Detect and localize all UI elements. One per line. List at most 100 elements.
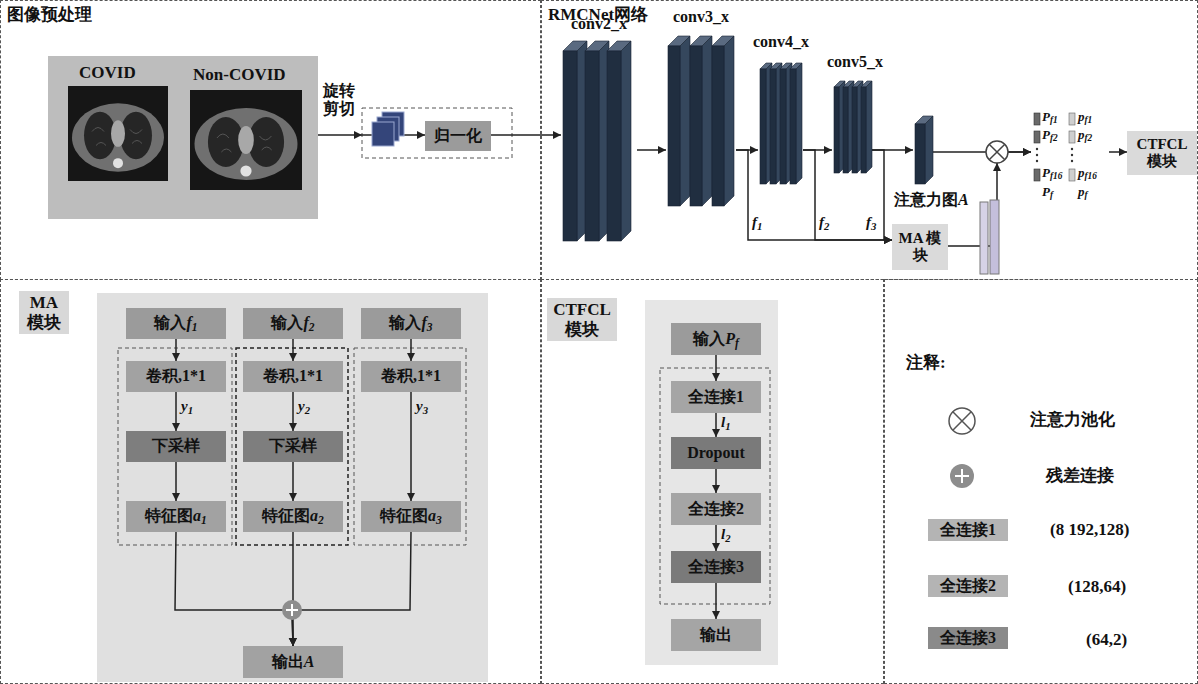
node-label: 全连接1 — [688, 388, 744, 406]
connector — [407, 339, 415, 361]
text-part: f — [866, 214, 871, 230]
arrow-head — [289, 493, 297, 501]
node-label: 下采样 — [152, 437, 200, 455]
panel-heading: CTFCL 模块 — [547, 298, 617, 341]
node-label: 归一化 — [434, 127, 482, 145]
text-part: f16 — [1050, 171, 1062, 181]
text-part: f2 — [1050, 133, 1058, 143]
image-panel: COVIDNon-COVID — [48, 56, 318, 219]
text-part: f16 — [1085, 171, 1097, 181]
text-part: f16 — [1050, 171, 1062, 181]
text-part: f2 — [1050, 133, 1058, 143]
connector — [491, 131, 561, 139]
node-label: 注意力图A — [894, 191, 969, 209]
ct-image — [217, 134, 272, 152]
swatch-label: 全连接3 — [940, 629, 996, 647]
text-part: f1 — [1050, 115, 1058, 125]
layer-block: conv5_x — [832, 81, 872, 173]
legend-text: (128,64) — [1068, 577, 1126, 597]
feature-bars — [1036, 160, 1038, 162]
arrow-head — [1023, 148, 1031, 156]
legend-text: (64,2) — [1086, 630, 1127, 650]
connector — [175, 532, 297, 646]
text-part: 1 — [188, 404, 193, 416]
layer-slabs — [712, 46, 724, 206]
attention-map: 注意力图A — [913, 116, 933, 184]
connector — [289, 339, 297, 361]
text-part: A — [304, 653, 315, 670]
text-part: P — [1042, 165, 1050, 180]
edge-label: y2 — [298, 398, 310, 415]
text-part: f — [1085, 190, 1088, 200]
text-part: p — [1078, 127, 1085, 142]
text-part: P — [1042, 184, 1050, 199]
feature-bars — [1034, 169, 1040, 181]
node-label: Pf — [1042, 185, 1053, 200]
text-part: f2 — [1085, 133, 1093, 143]
text-part: 3 — [436, 514, 442, 526]
group-outline — [236, 348, 348, 545]
text-part: 1 — [188, 404, 193, 416]
node-label: 特征图a3 — [380, 507, 442, 525]
text-part: a — [310, 507, 318, 524]
layer-slabs — [834, 87, 839, 173]
feature-bars — [1034, 113, 1040, 125]
connector-line — [292, 532, 411, 646]
arrow-head — [289, 423, 297, 431]
connector — [712, 469, 720, 493]
text-part: p — [1078, 165, 1085, 180]
text-part: 3 — [427, 321, 433, 333]
connector — [172, 392, 180, 431]
text-part: 2 — [318, 514, 324, 526]
arrow-head — [993, 163, 1001, 171]
node-label: pf — [1078, 185, 1088, 200]
arrow-head — [905, 146, 913, 154]
edge-label: f2 — [819, 214, 829, 231]
connector-line — [410, 392, 412, 501]
text-part: 2 — [309, 321, 315, 333]
text-part: P — [725, 330, 735, 347]
text-part: 3 — [871, 220, 876, 232]
process-box: 输出A — [243, 646, 343, 678]
text-part: 2 — [305, 404, 310, 416]
text-part: f16 — [1085, 171, 1097, 181]
feature-bars — [990, 200, 999, 274]
process-box: 输入f3 — [361, 308, 461, 339]
edge-label: l1 — [721, 414, 731, 431]
text-part: 1 — [192, 321, 198, 333]
legend-swatch: 全连接1 — [928, 519, 1008, 541]
layer-slabs — [780, 69, 786, 184]
node-label: 卷积,1*1 — [381, 367, 441, 385]
layer-slabs — [563, 51, 577, 241]
layer-slabs — [843, 87, 848, 173]
process-box: 输出 — [671, 619, 761, 651]
feature-bars — [980, 200, 999, 274]
node-label: CTFCL 模块 — [1133, 136, 1191, 171]
group-outline — [660, 368, 770, 604]
node-label: Dropout — [687, 444, 745, 462]
module-ground — [645, 300, 778, 665]
text-part: 2 — [725, 532, 730, 544]
layer-slabs — [790, 69, 796, 184]
layer-slabs — [585, 51, 599, 241]
connector — [289, 462, 297, 501]
layer-slabs — [758, 63, 803, 184]
layer-slabs — [760, 69, 766, 184]
residual-symbol — [950, 464, 974, 488]
pooling-symbol — [989, 144, 1005, 160]
arrow-head — [1119, 148, 1127, 156]
text-part: 1 — [725, 420, 730, 432]
node-label: 输出 — [700, 626, 732, 644]
arrow-head — [712, 543, 720, 551]
swatch-label: 全连接2 — [940, 577, 996, 595]
node-label: pf1 — [1078, 110, 1092, 125]
node-label: 输入f3 — [389, 314, 432, 332]
arrow-head — [750, 146, 758, 154]
ct-image — [190, 90, 302, 190]
node-label: 全连接3 — [688, 558, 744, 576]
text-part: y — [181, 398, 188, 414]
edge-label: y1 — [181, 398, 193, 415]
text-part: 2 — [309, 321, 315, 333]
arrow-head — [553, 131, 561, 139]
